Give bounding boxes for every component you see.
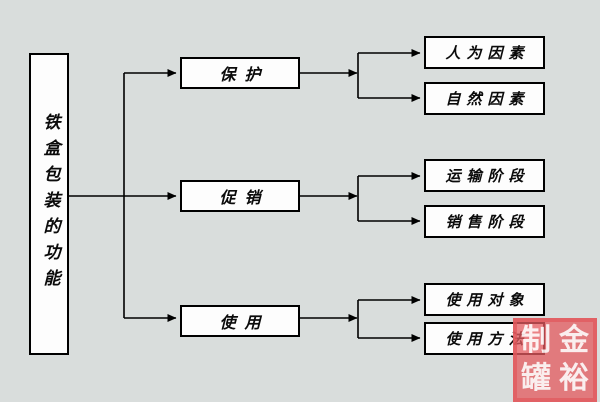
node-root-label: 铁盒包装的功能 [39, 113, 60, 295]
node-branch-promotion[interactable]: 促销 [180, 180, 300, 212]
node-leaf-natural-factors[interactable]: 自然因素 [424, 82, 545, 115]
node-leaf-sales-stage-label: 销售阶段 [445, 213, 530, 231]
node-leaf-natural-factors-label: 自然因素 [445, 90, 530, 108]
node-root[interactable]: 铁盒包装的功能 [29, 53, 69, 355]
node-branch-protection[interactable]: 保护 [180, 57, 300, 89]
node-branch-usage-label: 使用 [219, 313, 270, 332]
node-leaf-sales-stage[interactable]: 销售阶段 [424, 205, 545, 238]
node-leaf-human-factors-label: 人为因素 [445, 44, 530, 62]
node-leaf-transport-stage-label: 运输阶段 [445, 167, 530, 185]
node-leaf-human-factors[interactable]: 人为因素 [424, 36, 545, 69]
node-leaf-usage-target-label: 使用对象 [445, 291, 530, 309]
node-leaf-transport-stage[interactable]: 运输阶段 [424, 159, 545, 192]
node-branch-usage[interactable]: 使用 [180, 305, 300, 337]
seal-char-3: 罐 [521, 361, 551, 396]
node-leaf-usage-target[interactable]: 使用对象 [424, 283, 545, 316]
node-leaf-usage-method-label: 使用方法 [445, 330, 530, 348]
seal-char-2: 金 [559, 323, 589, 358]
red-seal-watermark: 制 金 罐 裕 [513, 318, 597, 402]
node-branch-protection-label: 保护 [219, 65, 270, 84]
seal-char-1: 制 [521, 323, 551, 358]
seal-char-4: 裕 [559, 361, 589, 396]
node-branch-promotion-label: 促销 [219, 188, 270, 207]
